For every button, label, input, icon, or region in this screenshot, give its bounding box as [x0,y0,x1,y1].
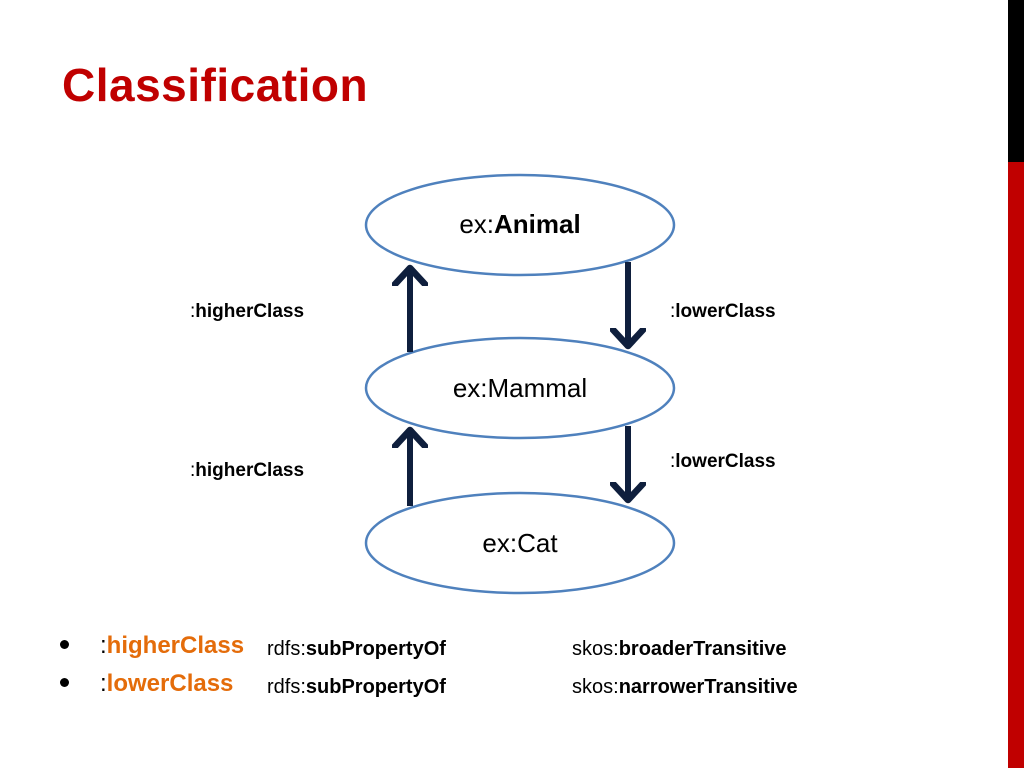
node-mammal-ellipse [364,336,676,440]
node-animal-name: Animal [494,209,581,239]
bullet-target-name: narrowerTransitive [618,676,798,698]
bullet-target-name: broaderTransitive [618,638,787,660]
edge-label-lower-1-colon: : [670,301,676,322]
bullet-relation-name: subPropertyOf [305,676,446,698]
list-item: :higherClass rdfs:subPropertyOf skos:bro… [60,634,960,672]
edge-label-lower-2: :lowerClass [670,452,776,471]
side-bar-top [1008,0,1024,162]
edge-label-lower-2-colon: : [670,451,676,472]
list-item: :lowerClass rdfs:subPropertyOf skos:narr… [60,672,960,710]
edge-label-higher-1: :higherClass [190,302,304,321]
node-animal-label: ex:Animal [365,211,675,237]
node-cat-prefix: ex: [482,528,518,558]
slide-title: Classification [62,59,369,111]
node-cat-label: ex:Cat [365,530,675,556]
edge-label-higher-2-name: higherClass [195,460,305,481]
bullet-target-prefix: skos: [572,638,619,660]
edge-label-higher-1-name: higherClass [195,301,305,322]
node-animal-ellipse [364,173,676,277]
edge-label-higher-1-colon: : [190,301,196,322]
node-cat-ellipse [364,491,676,595]
bullet-dot-icon [60,640,69,649]
bullet-relation-name: subPropertyOf [305,638,446,660]
node-animal-prefix: ex: [459,209,494,239]
side-bar-bottom [1008,162,1024,768]
bullet-dot-icon [60,678,69,687]
bullet-term-name: higherClass [106,632,245,659]
bullet-relation: rdfs:subPropertyOf [267,639,446,659]
bullet-relation-prefix: rdfs: [267,676,306,698]
bullet-term: :higherClass [100,634,244,658]
edge-label-higher-2-colon: : [190,460,196,481]
bullet-target: skos:broaderTransitive [572,639,787,659]
bullet-term-name: lowerClass [106,670,234,697]
node-cat-name: Cat [517,528,558,558]
edge-label-lower-2-name: lowerClass [675,451,776,472]
bullet-list: :higherClass rdfs:subPropertyOf skos:bro… [60,634,960,710]
edge-label-lower-1-name: lowerClass [675,301,776,322]
node-mammal-name: Mammal [487,373,588,403]
edge-label-higher-2: :higherClass [190,461,304,480]
bullet-relation: rdfs:subPropertyOf [267,677,446,697]
node-mammal-label: ex:Mammal [365,375,675,401]
node-mammal-prefix: ex: [452,373,488,403]
bullet-target-prefix: skos: [572,676,619,698]
bullet-term: :lowerClass [100,672,233,696]
bullet-term-colon: : [100,670,107,697]
edge-label-lower-1: :lowerClass [670,302,776,321]
bullet-target: skos:narrowerTransitive [572,677,798,697]
bullet-relation-prefix: rdfs: [267,638,306,660]
bullet-term-colon: : [100,632,107,659]
